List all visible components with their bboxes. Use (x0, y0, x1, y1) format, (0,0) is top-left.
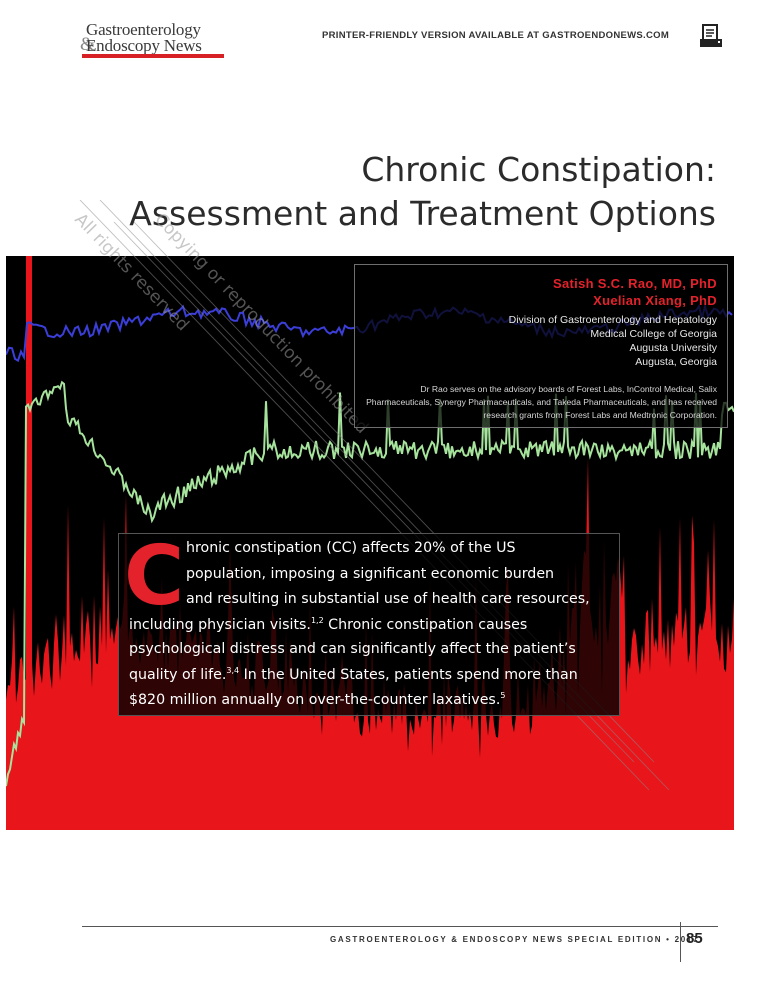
lead-text: including physician visits. (129, 617, 311, 633)
reference-superscript: 5 (500, 691, 506, 700)
tracing-red-marker (26, 256, 32, 830)
lead-line-6: quality of life.3,4 In the United States… (129, 666, 578, 683)
lead-line-4: including physician visits.1,2 Chronic c… (129, 616, 527, 633)
logo-line-2: Endoscopy News (86, 36, 202, 55)
affiliation-line: Medical College of Georgia (590, 328, 717, 340)
printer-friendly-link[interactable]: PRINTER-FRIENDLY VERSION AVAILABLE AT GA… (322, 30, 670, 41)
reference-superscript: 3,4 (226, 666, 240, 675)
footer-rule (82, 926, 718, 927)
logo-line-1: Gastroenterology (86, 20, 201, 39)
disclosure-text: Dr Rao serves on the advisory boards of … (366, 384, 717, 420)
page-number: 85 (686, 930, 703, 947)
footer-publication: GASTROENTEROLOGY & ENDOSCOPY NEWS SPECIA… (330, 935, 700, 944)
printer-icon[interactable] (700, 24, 722, 48)
lead-paragraph-box: C hronic constipation (CC) affects 20% o… (118, 533, 620, 716)
author-name-1: Satish S.C. Rao, MD, PhD (553, 276, 717, 291)
lead-line-5: psychological distress and can significa… (129, 641, 576, 657)
author-name-2: Xuelian Xiang, PhD (593, 293, 717, 308)
lead-line-7: $820 million annually on over-the-counte… (129, 691, 505, 708)
publication-logo: Gastroenterology & Endoscopy News (80, 20, 224, 58)
logo-red-rule (82, 54, 224, 58)
lead-text: quality of life. (129, 667, 227, 683)
lead-line-1: hronic constipation (CC) affects 20% of … (186, 540, 516, 556)
lead-text: $820 million annually on over-the-counte… (129, 692, 501, 708)
lead-line-3: and resulting in substantial use of heal… (186, 591, 590, 607)
reference-superscript: 1,2 (310, 616, 324, 625)
article-title: Chronic Constipation: Assessment and Tre… (129, 148, 716, 236)
title-line-2: Assessment and Treatment Options (129, 194, 716, 233)
affiliation-line: Augusta, Georgia (635, 356, 717, 368)
drop-cap: C (124, 529, 185, 624)
affiliation-line: Division of Gastroenterology and Hepatol… (508, 314, 717, 326)
affiliation-line: Augusta University (629, 342, 717, 354)
logo-ampersand: & (80, 34, 95, 55)
title-line-1: Chronic Constipation: (361, 150, 716, 189)
lead-line-2: population, imposing a significant econo… (186, 566, 555, 582)
footer-divider (680, 922, 681, 962)
lead-text: In the United States, patients spend mor… (239, 667, 578, 683)
author-box: Satish S.C. Rao, MD, PhD Xuelian Xiang, … (354, 264, 728, 428)
lead-text: Chronic constipation causes (323, 617, 528, 633)
